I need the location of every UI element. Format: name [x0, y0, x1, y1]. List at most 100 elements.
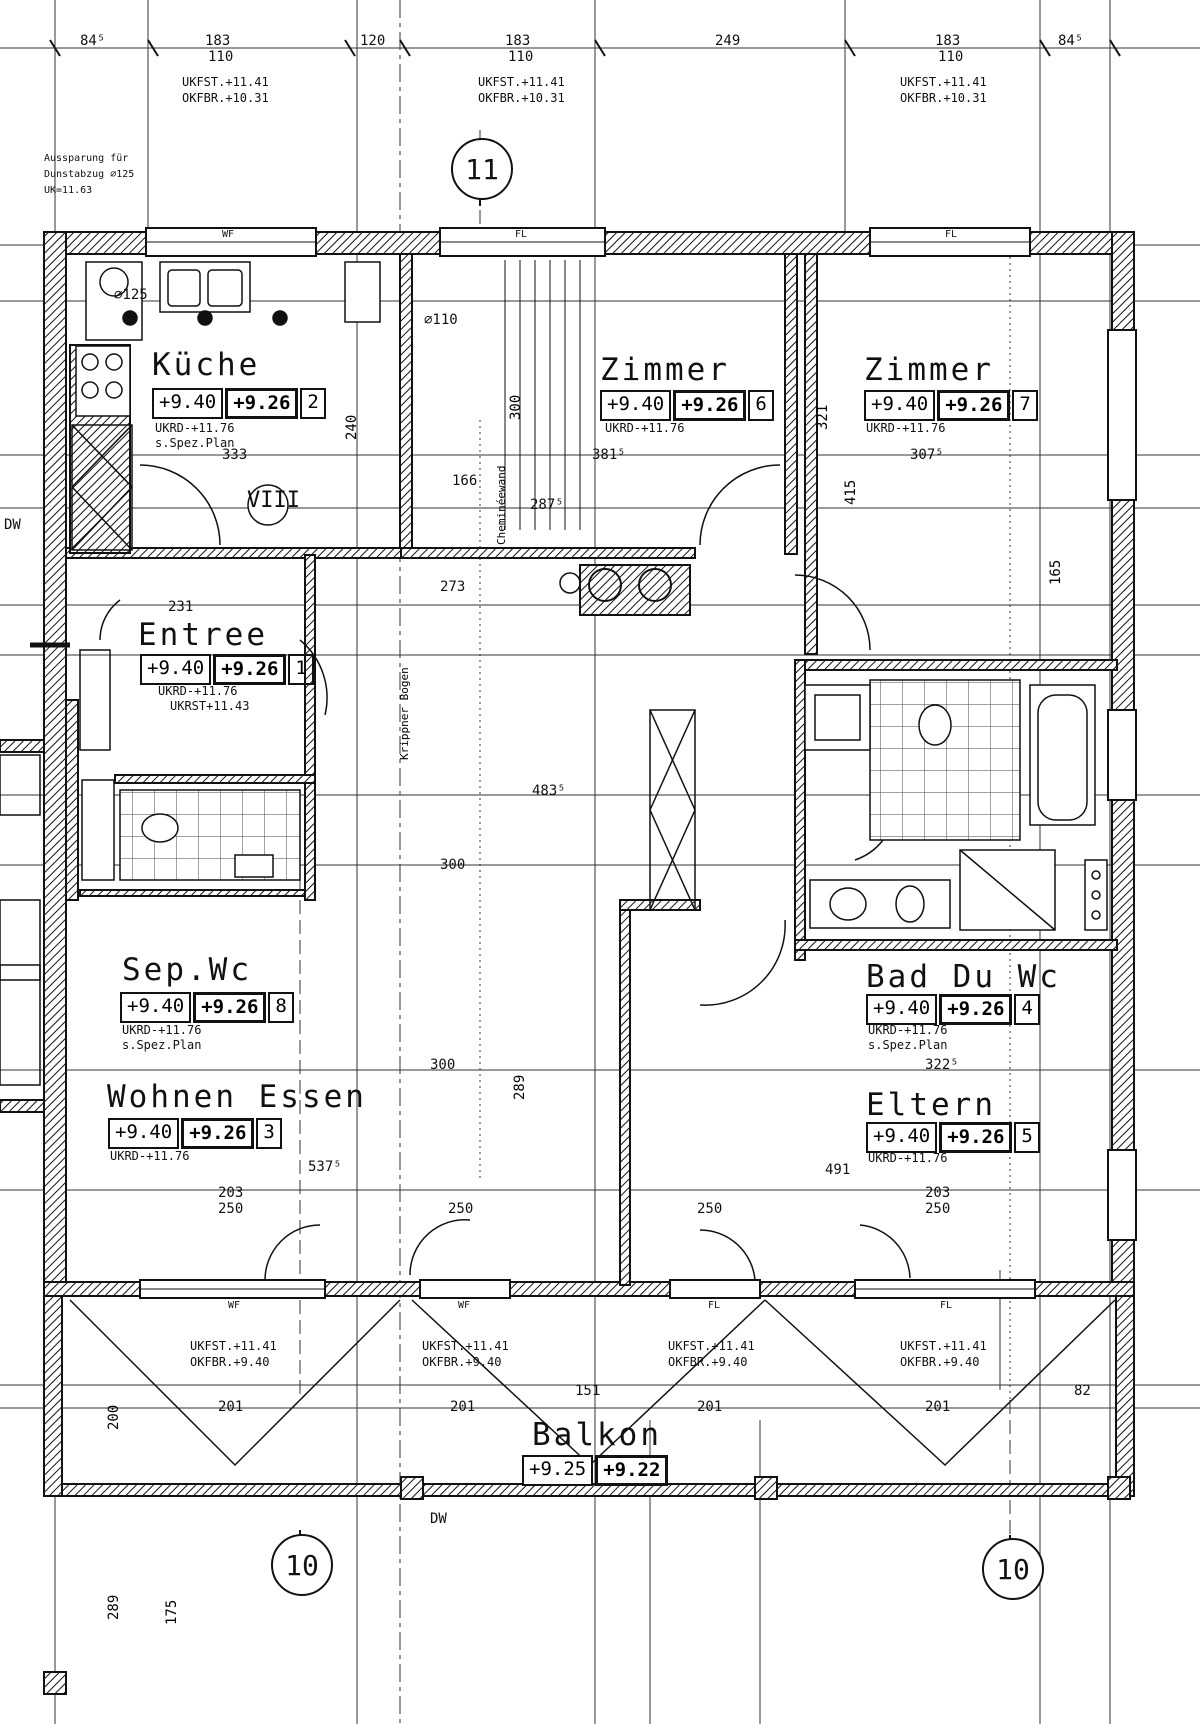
room-note-kueche-1: UKRD-+11.76 — [155, 421, 235, 435]
dim-ticks — [49, 39, 1121, 57]
level-uk: +9.26 — [673, 390, 747, 421]
diameter-125: ⌀125 — [114, 287, 148, 303]
dim-165: 165 — [1048, 559, 1064, 585]
room-levels-entree: +9.40 +9.26 1 — [140, 654, 314, 685]
room-number: 2 — [300, 388, 326, 419]
dim-175: 175 — [164, 1599, 180, 1625]
dim-200: 200 — [106, 1404, 122, 1430]
room-number: 4 — [1014, 994, 1040, 1025]
room-name-bad-du-wc: Bad Du Wc — [866, 959, 1061, 995]
wc-fixtures — [81, 779, 301, 881]
krippner-note: Krippner Bogen — [398, 667, 411, 760]
aussparung-note-3: UK=11.63 — [44, 185, 93, 196]
bathroom-fixtures — [804, 679, 1108, 931]
dw-label-left: DW — [4, 517, 21, 533]
window-inner-lines — [140, 241, 1035, 1290]
level-ok: +9.40 — [108, 1118, 180, 1149]
top-dim-9: 110 — [938, 49, 964, 65]
top-dim-2: 183 — [205, 33, 231, 49]
level-uk: +9.22 — [595, 1455, 669, 1486]
balcony-note-okfbr-1: OKFBR.+9.40 — [190, 1355, 270, 1369]
diameter-110: ⌀110 — [424, 312, 458, 328]
dim-483: 483⁵ — [532, 783, 566, 799]
level-uk: +9.26 — [193, 992, 267, 1023]
room-levels-kueche: +9.40 +9.26 2 — [152, 388, 326, 419]
room-name-balkon: Balkon — [532, 1417, 662, 1453]
dim-322: 322⁵ — [925, 1057, 959, 1073]
dim-307: 307⁵ — [910, 447, 944, 463]
cupboards — [71, 424, 696, 911]
balcony-note-okfbr-4: OKFBR.+9.40 — [900, 1355, 980, 1369]
room-levels-zimmer-7: +9.40 +9.26 7 — [864, 390, 1038, 421]
room-note-zimmer-6: UKRD-+11.76 — [605, 421, 685, 435]
dim-537: 537⁵ — [308, 1159, 342, 1175]
room-levels-wohnen-essen: +9.40 +9.26 3 — [108, 1118, 282, 1149]
room-name-wohnen-essen: Wohnen Essen — [107, 1079, 367, 1115]
level-uk: +9.26 — [939, 1122, 1013, 1153]
top-dim-1: 84⁵ — [80, 33, 106, 49]
aussparung-note-2: Dunstabzug ⌀125 — [44, 169, 135, 180]
window-tag-7: FL — [940, 1300, 953, 1311]
top-dim-7: 249 — [715, 33, 741, 49]
balcony-note-ukfst-4: UKFST.+11.41 — [900, 1339, 987, 1353]
level-uk: +9.26 — [937, 390, 1011, 421]
dim-201-a: 201 — [218, 1399, 244, 1415]
dim-300-a: 300 — [440, 857, 466, 873]
balcony-columns — [43, 1476, 1131, 1695]
level-uk: +9.26 — [939, 994, 1013, 1025]
kitchen-fixtures — [75, 261, 381, 526]
top-dim-6: 110 — [508, 49, 534, 65]
room-name-eltern: Eltern — [866, 1087, 996, 1123]
window-tag-3: FL — [945, 229, 958, 240]
dim-273: 273 — [440, 579, 466, 595]
room-name-zimmer-7: Zimmer — [864, 352, 994, 388]
dim-82: 82 — [1074, 1383, 1091, 1399]
viii-mark: VIII — [247, 488, 300, 513]
room-name-sep-wc: Sep.Wc — [122, 952, 252, 988]
axis-marker-11: 11 — [451, 138, 513, 200]
window-tag-4: WF — [228, 1300, 241, 1311]
window-tag-6: FL — [708, 1300, 721, 1311]
level-uk: +9.26 — [213, 654, 287, 685]
room-note-sep-wc-2: s.Spez.Plan — [122, 1038, 202, 1052]
top-dim-8: 183 — [935, 33, 961, 49]
dim-201-d: 201 — [925, 1399, 951, 1415]
dw-label-bottom: DW — [430, 1511, 447, 1527]
window-note-ukfst-2: UKFST.+11.41 — [478, 75, 565, 89]
top-dim-4: 120 — [360, 33, 386, 49]
room-levels-balkon: +9.25 +9.22 — [522, 1455, 669, 1486]
room-note-bad-1: UKRD-+11.76 — [868, 1023, 948, 1037]
room-name-entree: Entree — [138, 617, 268, 653]
dim-287: 287⁵ — [530, 497, 564, 513]
dim-201-b: 201 — [450, 1399, 476, 1415]
balcony-note-ukfst-1: UKFST.+11.41 — [190, 1339, 277, 1353]
level-uk: +9.26 — [225, 388, 299, 419]
window-note-okfbr-1: OKFBR.+10.31 — [182, 91, 269, 105]
dim-333: 333 — [222, 447, 248, 463]
top-dim-10: 84⁵ — [1058, 33, 1084, 49]
room-levels-zimmer-6: +9.40 +9.26 6 — [600, 390, 774, 421]
window-note-ukfst-3: UKFST.+11.41 — [900, 75, 987, 89]
dim-250-d: 250 — [925, 1201, 951, 1217]
room-levels-sep-wc: +9.40 +9.26 8 — [120, 992, 294, 1023]
dim-289-b: 289 — [106, 1594, 122, 1620]
dim-203-b: 203 — [925, 1185, 951, 1201]
room-number: 6 — [748, 390, 774, 421]
window-tag-1: WF — [222, 229, 235, 240]
window-note-okfbr-2: OKFBR.+10.31 — [478, 91, 565, 105]
dim-201-c: 201 — [697, 1399, 723, 1415]
dim-203-a: 203 — [218, 1185, 244, 1201]
room-note-wohnen: UKRD-+11.76 — [110, 1149, 190, 1163]
level-uk: +9.26 — [181, 1118, 255, 1149]
window-tag-5: WF — [458, 1300, 471, 1311]
dim-240: 240 — [344, 414, 360, 440]
room-number: 8 — [268, 992, 294, 1023]
balcony-note-okfbr-2: OKFBR.+9.40 — [422, 1355, 502, 1369]
room-number: 1 — [288, 654, 314, 685]
dim-321: 321 — [815, 404, 831, 430]
axis-marker-10-right: 10 — [982, 1538, 1044, 1600]
window-tag-2: FL — [515, 229, 528, 240]
dim-250-a: 250 — [218, 1201, 244, 1217]
dim-300-b: 300 — [430, 1057, 456, 1073]
